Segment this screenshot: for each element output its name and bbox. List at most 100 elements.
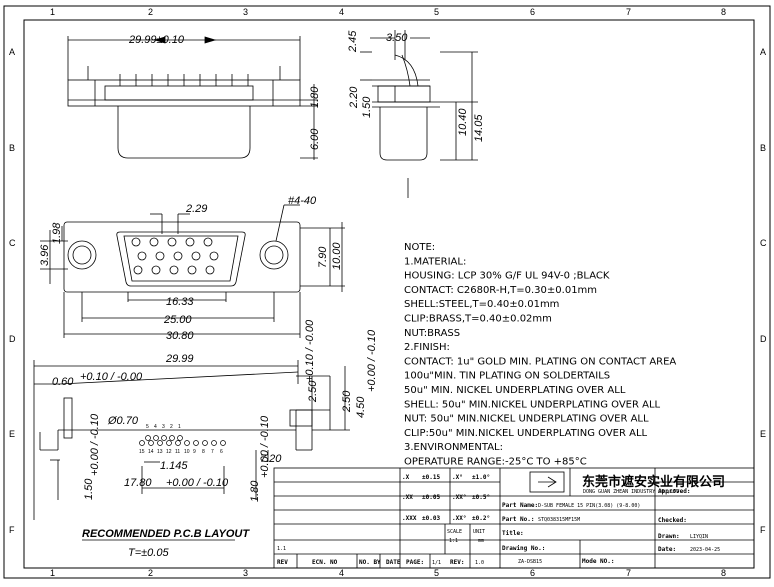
pcb-pin-number: 8 (202, 449, 205, 455)
drawn-label: Drawn: (658, 533, 680, 540)
dim-pcb-4-50: 4.50 (355, 396, 367, 418)
grid-col-label: 5 (434, 568, 439, 578)
grid-row-label: A (760, 47, 766, 57)
pcb-pin-number: 13 (157, 449, 163, 455)
pcb-hole (161, 435, 167, 441)
rev-value: 1.0 (475, 560, 484, 566)
note-line: 50u" MIN. NICKEL UNDERPLATING OVER ALL (404, 385, 626, 396)
note-line: HOUSING: LCP 30% G/F UL 94V-0 ;BLACK (404, 271, 610, 282)
note-line: NUT:BRASS (404, 328, 460, 339)
grid-row-label: D (760, 334, 767, 344)
part-name-value: D-SUB FEMALE 15 PIN(3.08) (9-8.00) (538, 503, 640, 509)
pcb-pin-number: 12 (166, 449, 172, 455)
pcb-pin-number: 9 (193, 449, 196, 455)
note-line: CLIP:50u" MIN.NICKEL UNDERPLATING OVER A… (404, 428, 648, 439)
dim-pcb-29-99: 29.99 (165, 353, 194, 365)
dim-side-14-05: 14.05 (473, 114, 485, 142)
tol-xx-val: ±0.05 (422, 494, 440, 501)
grid-col-label: 1 (50, 7, 55, 17)
outer-border (3, 5, 771, 579)
contact-hole (151, 265, 161, 275)
tol-xxx: .XXX (402, 515, 417, 522)
grid-row-label: B (760, 143, 766, 153)
date-column-header: DATE (386, 559, 401, 566)
pcb-layout-view (33, 360, 350, 520)
dim-pcb-17-80-tol: +0.00 / -0.10 (166, 477, 229, 489)
grid-row-label: E (9, 429, 15, 439)
dim-front-3-96: 3.96 (39, 244, 51, 266)
notes-block: NOTE:1.MATERIAL: HOUSING: LCP 30% G/F UL… (404, 242, 676, 468)
pcb-hole (169, 435, 175, 441)
ang-xxx-val: ±0.2° (472, 515, 490, 522)
tol-x: .X (402, 474, 410, 481)
note-line: CLIP:BRASS,T=0.40±0.02mm (404, 314, 552, 325)
pcb-pin-number: 11 (175, 449, 180, 455)
pcb-hole (211, 440, 217, 446)
grid-col-label: 1 (50, 568, 55, 578)
ang-xx-val: ±0.5° (472, 494, 490, 501)
grid-col-label: 4 (339, 568, 344, 578)
page-label: PAGE: (406, 559, 424, 566)
company-name: 东莞市遮安实业有限公司 (582, 474, 725, 489)
tol-x-val: ±0.15 (422, 474, 440, 481)
dim-front-25-00: 25.00 (163, 314, 192, 326)
mode-no-label: Mode NO.: (582, 558, 615, 565)
pcb-hole (157, 440, 163, 446)
dim-front-30-80: 30.80 (166, 330, 194, 342)
grid-col-label: 3 (243, 7, 248, 17)
part-name-label: Part Name: (502, 502, 538, 509)
grid-col-label: 3 (243, 568, 248, 578)
note-line: 3.ENVIRONMENTAL: (404, 442, 503, 453)
contact-hole (167, 237, 177, 247)
part-no-label: Part No.: (502, 516, 535, 523)
dim-front-4-40: #4-40 (288, 195, 317, 207)
pcb-pin-number: 5 (146, 424, 149, 430)
dim-top-width: 29.99±0.10 (128, 34, 185, 46)
dim-side-2-20: 2.20 (348, 86, 360, 109)
side-view (360, 30, 478, 198)
contact-hole (149, 237, 159, 247)
pcb-pin-number: 2 (170, 424, 173, 430)
grid-row-label: C (9, 238, 16, 248)
grid-row-label: F (760, 525, 766, 535)
approved-label: Approved: (658, 488, 691, 495)
contact-hole (205, 265, 215, 275)
dim-pcb-1-145: 1.145 (160, 460, 188, 472)
contact-hole (187, 265, 197, 275)
grid-col-label: 2 (148, 7, 153, 17)
page-value: 1/1 (432, 560, 441, 566)
dim-pcb-1-50: 1.50 (83, 478, 95, 500)
dim-pcb-17-80: 17.80 (124, 477, 152, 489)
grid-row-label: A (9, 47, 15, 57)
note-line: 100u"MIN. TIN PLATING ON SOLDERTAILS (404, 371, 610, 382)
dim-pcb-2-50-tol: +0.10 / -0.00 (304, 319, 316, 382)
drawing-no-label: Drawing No.: (502, 545, 545, 552)
grid-col-label: 6 (530, 568, 535, 578)
pcb-pin-number: 7 (211, 449, 214, 455)
pcb-hole (193, 440, 199, 446)
scale-value: 1:1 (449, 538, 458, 544)
note-line: NOTE: (404, 242, 435, 253)
note-line: SHELL: 50u" MIN.NICKEL UNDERPLATING OVER… (404, 399, 661, 410)
dim-pcb-2-50: 2.50 (307, 380, 319, 403)
part-no-value: STQ038315MF15M (538, 517, 580, 523)
pcb-hole (220, 440, 226, 446)
pcb-hole (153, 435, 159, 441)
contact-hole (137, 251, 147, 261)
pcb-tolerance: T=±0.05 (128, 547, 169, 559)
title-label: Title: (502, 530, 524, 537)
pcb-hole (145, 435, 151, 441)
checked-label: Checked: (658, 517, 687, 524)
dim-side-10-40: 10.40 (457, 108, 469, 136)
dim-front-1-98: 1.98 (51, 222, 63, 244)
pcb-hole (202, 440, 208, 446)
date-label: Date: (658, 546, 676, 553)
by-column-header: NO. BY (359, 559, 381, 566)
ang-xxx: .XX° (452, 515, 466, 522)
grid-col-label: 4 (339, 7, 344, 17)
dim-pcb-2-50-b: 2.50 (341, 390, 353, 413)
note-line: CONTACT: 1u" GOLD MIN. PLATING ON CONTAC… (404, 356, 676, 367)
